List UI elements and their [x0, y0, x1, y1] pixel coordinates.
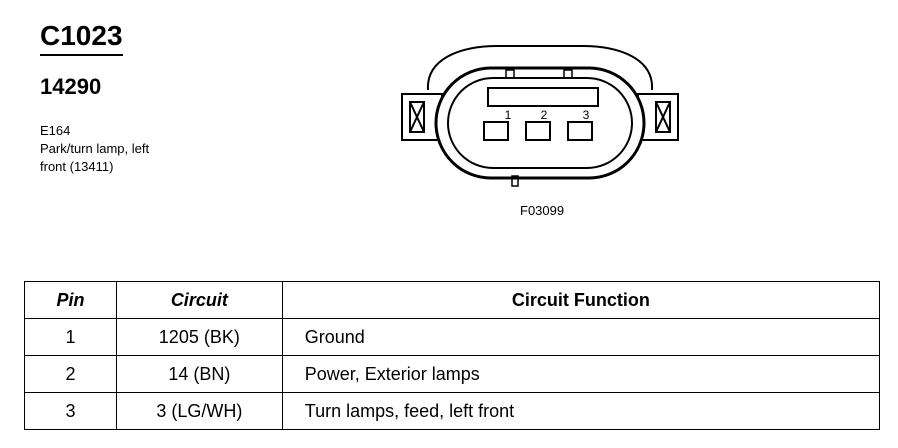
pin-cavity-2	[525, 121, 551, 141]
bottom-key	[511, 175, 519, 187]
top-key-left	[505, 69, 515, 79]
header-circuit-function: Circuit Function	[281, 281, 881, 319]
function-cell: Power, Exterior lamps	[281, 355, 881, 393]
location-code: E164	[40, 123, 71, 138]
figure-code: F03099	[520, 203, 565, 218]
pin-label-1: 1	[505, 108, 512, 122]
description-line-2: front (13411)	[40, 159, 114, 174]
table-row: 3 3 (LG/WH) Turn lamps, feed, left front	[24, 392, 881, 430]
pin-cavity-1	[483, 121, 509, 141]
header-circuit: Circuit	[115, 281, 283, 319]
table-header-row: Pin Circuit Circuit Function	[24, 281, 881, 319]
circuit-cell: 14 (BN)	[115, 355, 283, 393]
circuit-cell: 1205 (BK)	[115, 318, 283, 356]
pin-cell: 2	[24, 355, 117, 393]
connector-housing	[426, 45, 654, 91]
terminal-bar	[487, 87, 599, 107]
connector-inner-shell	[447, 77, 633, 169]
part-number: 14290	[40, 74, 102, 99]
pin-label-2: 2	[541, 108, 548, 122]
table-row: 2 14 (BN) Power, Exterior lamps	[24, 355, 881, 393]
header-pin: Pin	[24, 281, 117, 319]
pin-label-3: 3	[583, 108, 590, 122]
pinout-table: Pin Circuit Circuit Function 1 1205 (BK)…	[24, 281, 881, 430]
pin-cell: 1	[24, 318, 117, 356]
description-line-1: Park/turn lamp, left	[40, 141, 150, 156]
connector-id: C1023	[40, 20, 123, 56]
table-row: 1 1205 (BK) Ground	[24, 318, 881, 356]
pin-cavity-3	[567, 121, 593, 141]
function-cell: Ground	[281, 318, 881, 356]
connector-description: E164 Park/turn lamp, left front (13411)	[40, 122, 149, 176]
function-cell: Turn lamps, feed, left front	[281, 392, 881, 430]
circuit-cell: 3 (LG/WH)	[115, 392, 283, 430]
connector-face-diagram: 1 2 3	[401, 45, 679, 187]
top-key-right	[563, 69, 573, 79]
pin-cell: 3	[24, 392, 117, 430]
